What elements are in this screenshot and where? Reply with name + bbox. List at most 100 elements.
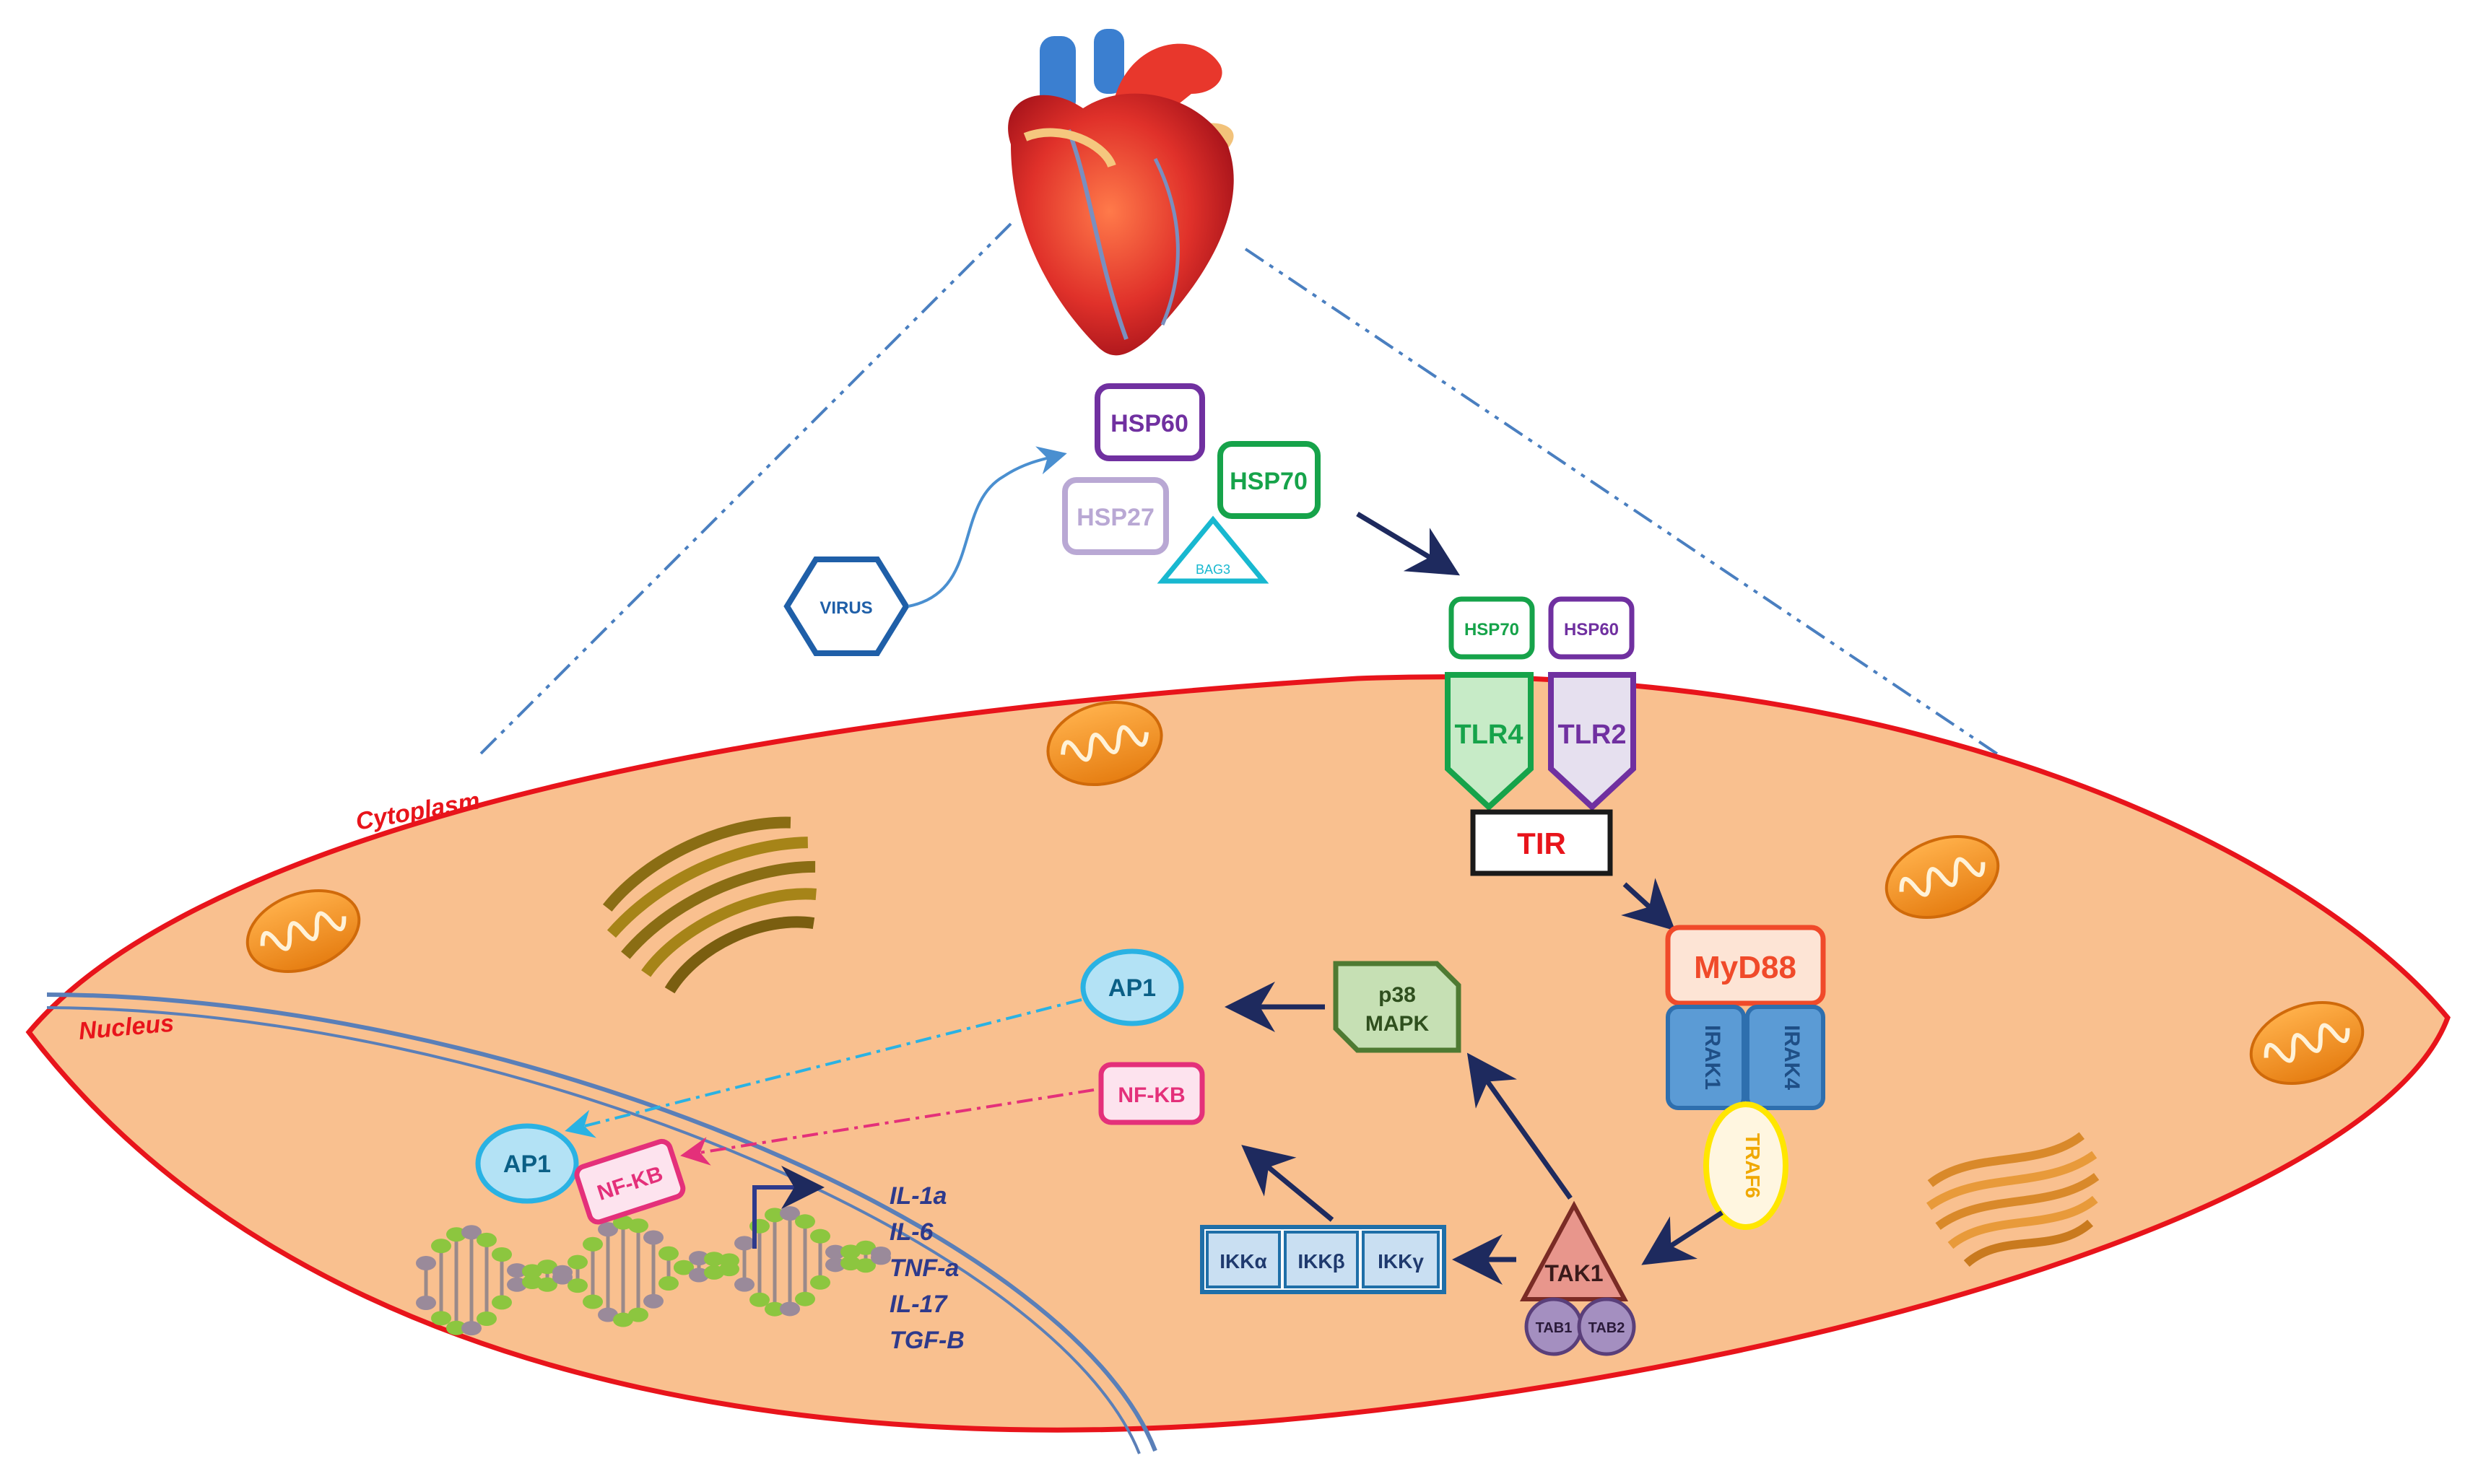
mitochondrion-1 <box>245 889 361 974</box>
hsp70-extracellular: HSP70 <box>1217 441 1321 519</box>
dna-nucleotide <box>856 1240 876 1255</box>
dna-nucleotide <box>840 1244 861 1260</box>
traf6: TRAF6 <box>1703 1101 1788 1230</box>
dna-nucleotide <box>507 1277 527 1292</box>
bag3-triangle: BAG3 <box>1157 515 1269 584</box>
hsp60-extracellular: HSP60 <box>1095 383 1205 461</box>
mitochondrion-2 <box>1046 700 1163 787</box>
dna-nucleotide <box>477 1232 497 1247</box>
dna-nucleotide <box>537 1260 557 1275</box>
dna-nucleotide <box>416 1256 436 1270</box>
cytokine-label: IL-1a <box>890 1182 947 1210</box>
dna-nucleotide <box>446 1227 466 1242</box>
dna-nucleotide <box>568 1254 588 1270</box>
dna-nucleotide <box>552 1265 573 1280</box>
dna-nucleotide <box>568 1278 588 1293</box>
p38-label: p38 <box>1378 983 1416 1007</box>
dna-nucleotide <box>704 1265 724 1280</box>
dna-nucleotide <box>461 1225 482 1240</box>
dna-nucleotide <box>583 1236 603 1252</box>
ap1-translocation-arrow <box>565 998 1082 1138</box>
ikk-gamma-label: IKKγ <box>1378 1250 1424 1273</box>
dna-nucleotide <box>628 1218 648 1234</box>
dna-nucleotide <box>810 1275 830 1290</box>
ap1-cytoplasmic: AP1 <box>1080 948 1184 1026</box>
hsp70-small-label: HSP70 <box>1464 620 1519 640</box>
dna-nucleotide <box>613 1312 633 1327</box>
tlr4-receptor: TLR4 <box>1445 672 1534 811</box>
myd88-label: MyD88 <box>1694 950 1796 985</box>
tab2-label: TAB2 <box>1588 1320 1625 1336</box>
dna-nucleotide <box>765 1301 785 1317</box>
dna-nucleotide <box>492 1295 512 1310</box>
dna-nucleotide <box>734 1236 755 1251</box>
ikk-to-nfkb-arrow <box>1241 1145 1334 1222</box>
hsp60-bound: HSP60 <box>1548 596 1635 660</box>
cytokine-label: TGF-B <box>890 1327 965 1354</box>
dna-nucleotide <box>825 1257 845 1273</box>
dna-nucleotide <box>674 1260 694 1275</box>
dna-nucleotide <box>431 1311 451 1326</box>
cytokine-label: IL-6 <box>890 1218 934 1246</box>
endoplasmic-reticulum <box>1926 1132 2100 1267</box>
mapk-label: MAPK <box>1365 1012 1430 1036</box>
irak1-label: IRAK1 <box>1700 1025 1724 1090</box>
hsp70-label: HSP70 <box>1230 468 1308 495</box>
dna-nucleotide <box>431 1239 451 1254</box>
irak-complex: IRAK1 IRAK4 <box>1666 1005 1825 1110</box>
nfkb-label: NF-KB <box>1118 1083 1185 1107</box>
mitochondrion-4 <box>2249 1000 2365 1086</box>
dna-nucleotide <box>795 1291 815 1306</box>
nfkb-nuclear: NF-KB <box>574 1138 686 1225</box>
dna-nucleotide <box>477 1311 497 1327</box>
traf6-label: TRAF6 <box>1742 1133 1764 1198</box>
dna-nucleotide <box>719 1262 739 1277</box>
dna-nucleotide <box>825 1244 845 1260</box>
transcription-start-arrow <box>752 1166 825 1249</box>
ikk-alpha-label: IKKα <box>1220 1250 1266 1273</box>
tak1-label: TAK1 <box>1544 1260 1603 1286</box>
cytokine-label: TNF-a <box>890 1254 959 1282</box>
dna-nucleotide <box>628 1307 648 1322</box>
hsp27-label: HSP27 <box>1077 504 1155 531</box>
dna-nucleotide <box>856 1258 876 1273</box>
dna-nucleotide <box>795 1214 815 1229</box>
irak4-label: IRAK4 <box>1780 1025 1804 1090</box>
p38-mapk: p38 MAPK <box>1333 961 1461 1053</box>
dna-nucleotide <box>689 1267 709 1283</box>
dna-nucleotide <box>840 1256 861 1271</box>
dna-nucleotide <box>749 1292 770 1307</box>
ikk-complex: IKKα IKKβ IKKγ <box>1200 1225 1446 1294</box>
dna-nucleotide <box>780 1206 800 1221</box>
dna-nucleotide <box>765 1208 785 1223</box>
dna-nucleotide <box>658 1246 679 1261</box>
golgi-apparatus <box>602 816 817 994</box>
hsp70-bound: HSP70 <box>1448 596 1535 660</box>
tir-to-myd88-arrow <box>1621 878 1676 931</box>
hsp60-label: HSP60 <box>1110 410 1188 437</box>
nfkb-cytoplasmic: NF-KB <box>1098 1062 1205 1125</box>
dna-nucleotide <box>780 1301 800 1317</box>
dna-nucleotide <box>658 1276 679 1291</box>
tir-domain: TIR <box>1470 809 1613 876</box>
virus-to-hsp-arrow <box>908 446 1067 608</box>
ap1-label: AP1 <box>1108 974 1156 1002</box>
dna-nucleotide <box>598 1222 618 1237</box>
hsp27-extracellular: HSP27 <box>1062 477 1169 555</box>
dna-nucleotide <box>446 1320 466 1335</box>
cytokine-label: IL-17 <box>890 1291 948 1318</box>
dna-nucleotide <box>537 1277 557 1292</box>
tab1-label: TAB1 <box>1536 1320 1573 1336</box>
ikk-beta-label: IKKβ <box>1297 1250 1344 1273</box>
dna-nucleotide <box>598 1307 618 1322</box>
hsp-to-receptor-arrow <box>1356 511 1461 576</box>
dna-nucleotide <box>461 1321 482 1336</box>
ap1-nuclear-label: AP1 <box>503 1151 551 1178</box>
tak1-complex: TAK1 TAB1 TAB2 <box>1519 1200 1636 1356</box>
cell-membrane <box>25 674 2451 1433</box>
dna-nucleotide <box>643 1293 664 1309</box>
dna-nucleotide <box>416 1296 436 1310</box>
nucleus-envelope <box>46 992 1157 1454</box>
bag3-label: BAG3 <box>1196 562 1230 577</box>
